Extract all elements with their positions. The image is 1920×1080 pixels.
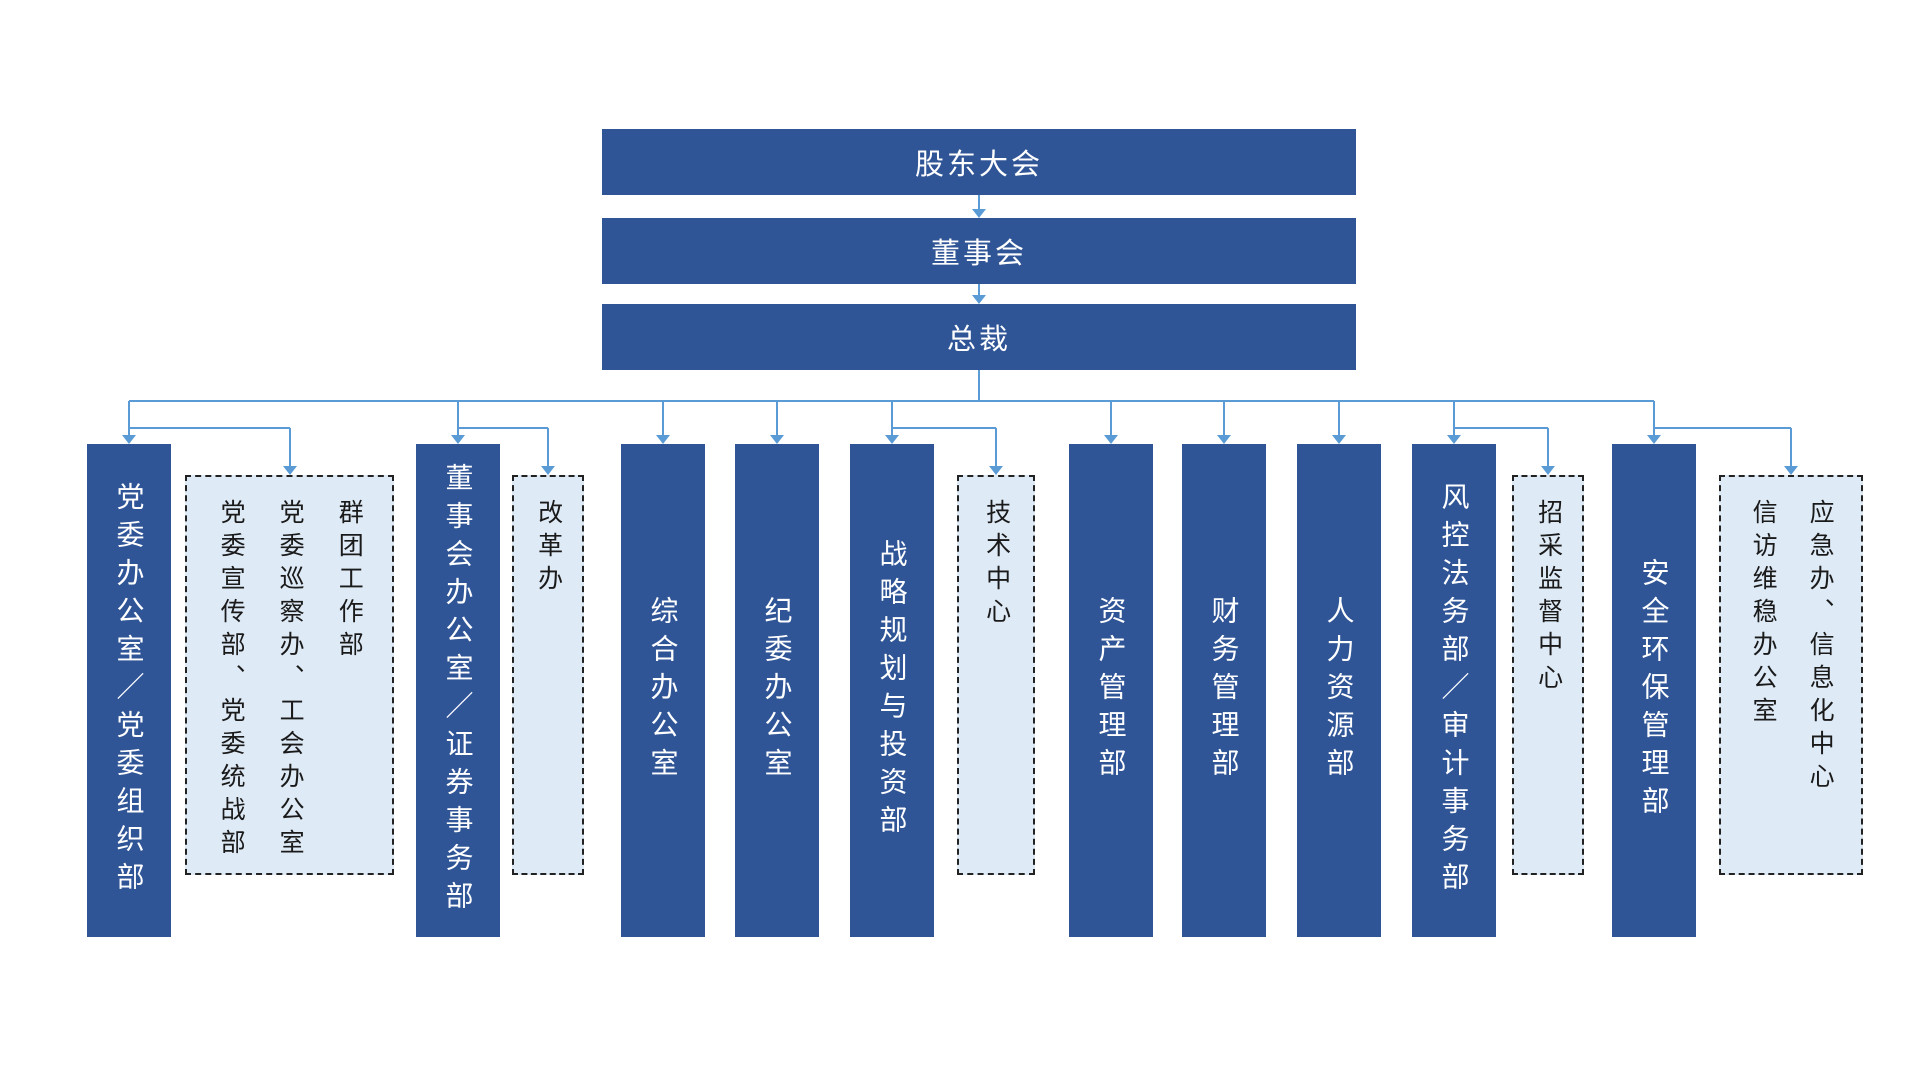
node-label: 财务管理部 [1208,595,1240,786]
arrow-down-icon [1784,466,1798,475]
arrow-down-icon [1447,435,1461,444]
node-board-office-securities: 董事会办公室／证券事务部 [416,444,500,937]
connector-line [892,427,996,429]
connector-line [978,284,980,296]
connector-line [1453,401,1455,436]
node-label: 招采监督中心 [1534,499,1563,697]
arrow-down-icon [1104,435,1118,444]
node-label: 人力资源部 [1323,595,1355,786]
node-label: 董事会办公室／证券事务部 [442,462,474,919]
node-finance-management-dept: 财务管理部 [1182,444,1266,937]
node-president: 总裁 [602,304,1356,370]
connector-line [978,370,980,402]
node-label: 纪委办公室 [761,595,793,786]
node-general-office: 综合办公室 [621,444,705,937]
arrow-down-icon [282,466,297,475]
connector-line [458,427,548,429]
arrow-down-icon [122,435,136,444]
node-party-mass-group: 群团工作部 党委巡察办、工会办公室 党委宣传部、党委统战部 [185,475,394,875]
node-discipline-committee-office: 纪委办公室 [735,444,819,937]
connector-line [457,401,459,436]
node-safety-environment-dept: 安全环保管理部 [1612,444,1696,937]
connector-line [662,401,664,436]
node-label: 信访维稳办公室 [1749,499,1778,730]
node-party-committee-office: 党委办公室／党委组织部 [87,444,171,937]
arrow-down-icon [972,209,986,218]
node-label: 党委宣传部、党委统战部 [217,499,246,862]
arrow-down-icon [541,466,555,475]
arrow-down-icon [1332,435,1346,444]
arrow-down-icon [451,435,465,444]
node-label: 改革办 [534,499,563,598]
node-asset-management-dept: 资产管理部 [1069,444,1153,937]
node-label: 应急办、信息化中心 [1806,499,1835,796]
node-label: 党委办公室／党委组织部 [113,481,145,900]
connector-line [1223,401,1225,436]
arrow-down-icon [885,435,899,444]
connector-line [1338,401,1340,436]
node-technology-center: 技术中心 [957,475,1035,875]
node-label: 党委巡察办、工会办公室 [276,499,305,862]
connector-line [547,428,549,467]
node-label: 资产管理部 [1095,595,1127,786]
connector-line [776,401,778,436]
connector-line [288,428,291,467]
connector-line [891,401,893,436]
arrow-down-icon [656,435,670,444]
node-label: 总裁 [946,324,1011,356]
arrow-down-icon [1647,435,1661,444]
arrow-down-icon [1217,435,1231,444]
connector-line [1654,427,1791,429]
node-label: 群团工作部 [335,499,364,664]
node-label: 董事会 [930,238,1027,270]
node-strategy-investment-dept: 战略规划与投资部 [850,444,934,937]
node-risk-legal-audit-dept: 风控法务部／审计事务部 [1412,444,1496,937]
node-shareholders-meeting: 股东大会 [602,129,1356,195]
node-label: 安全环保管理部 [1638,557,1670,824]
arrow-down-icon [972,295,986,304]
node-human-resources-dept: 人力资源部 [1297,444,1381,937]
arrow-down-icon [770,435,784,444]
node-label: 综合办公室 [647,595,679,786]
connector-line [978,195,980,210]
connector-line [129,427,290,429]
connector-line [128,401,130,436]
connector-line [1790,428,1792,467]
connector-line [1547,428,1549,467]
connector-line [1110,401,1112,436]
arrow-down-icon [989,466,1003,475]
node-label: 风控法务部／审计事务部 [1438,481,1470,900]
node-label: 股东大会 [914,149,1043,181]
connector-line [1653,401,1655,436]
node-procurement-supervision-center: 招采监督中心 [1512,475,1584,875]
node-reform-office: 改革办 [512,475,584,875]
arrow-down-icon [1541,466,1555,475]
connector-line [1454,427,1548,429]
connector-line [995,428,997,467]
node-board-of-directors: 董事会 [602,218,1356,284]
node-label: 技术中心 [982,499,1011,631]
node-emergency-petition-group: 应急办、信息化中心 信访维稳办公室 [1719,475,1863,875]
node-label: 战略规划与投资部 [876,538,908,843]
